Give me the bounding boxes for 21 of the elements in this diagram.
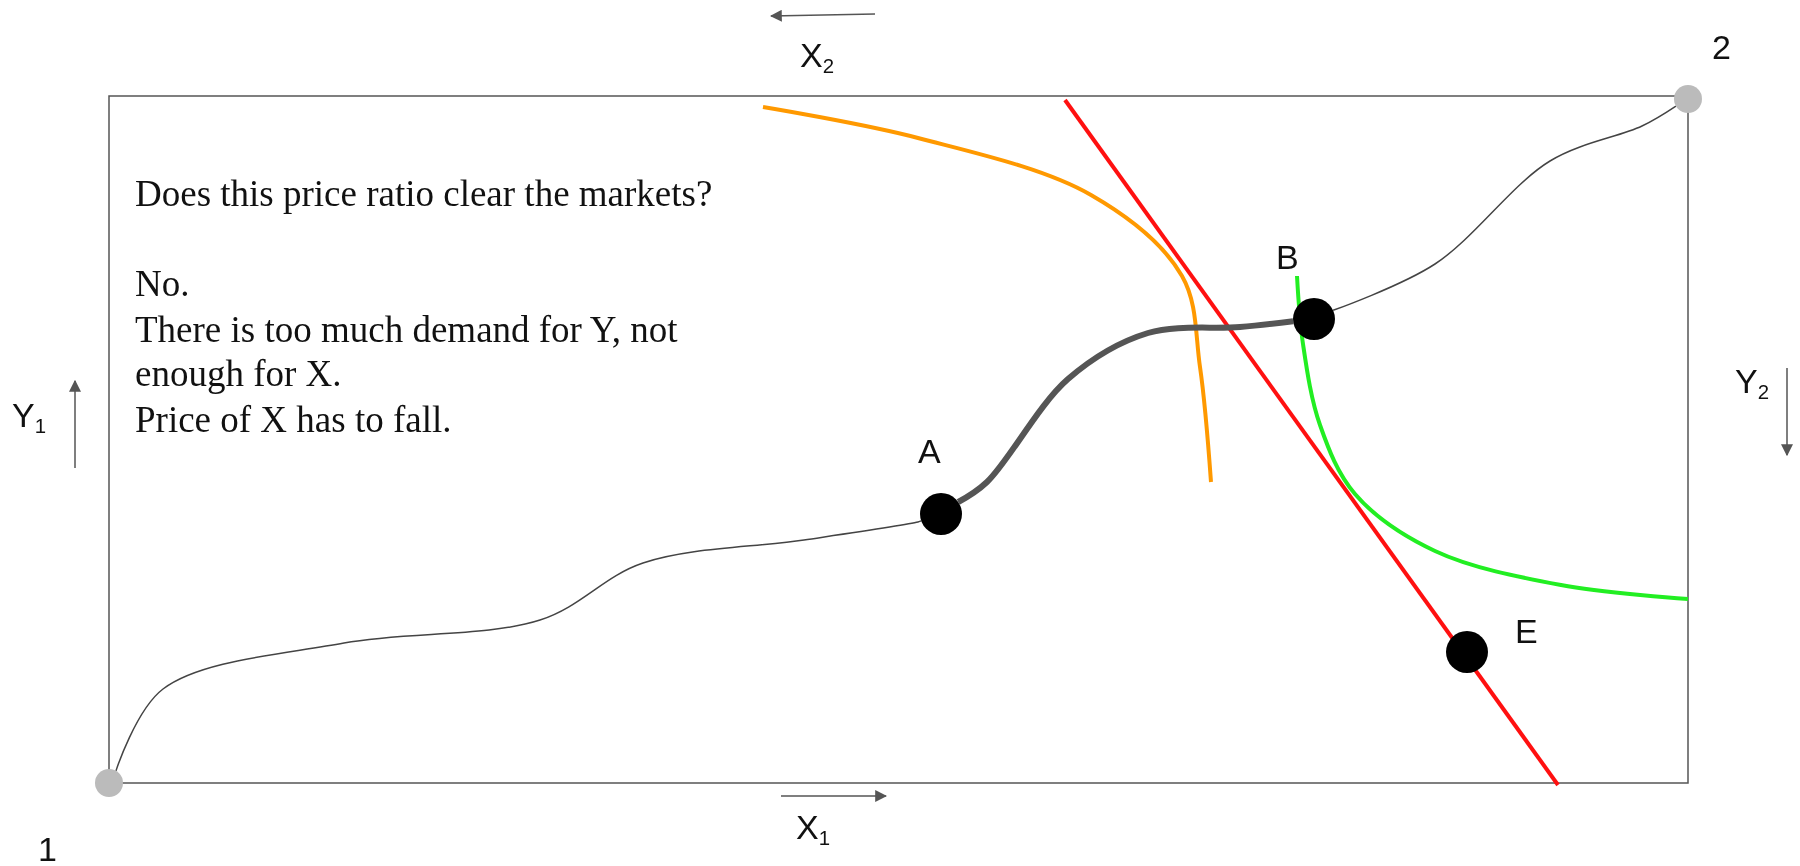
contract-curve [115,520,922,772]
origin-dot [95,769,123,797]
answer-text: No. [135,262,191,306]
axis-label: X$_{1}$ [796,808,831,851]
explanation-text: There is too much demand for Y, not enough for X. [135,308,679,397]
point-dot [920,493,962,535]
origin-dot [1674,85,1702,113]
contract-curve-segment [956,318,1294,505]
point-label: A [918,432,941,472]
point-dot [1293,298,1335,340]
axis-label: Y$_{1}$ [12,396,47,439]
point-label: B [1276,238,1299,278]
point-label: 2 [1712,28,1731,68]
point-dot [1446,631,1488,673]
question-text: Does this price ratio clear the markets? [135,172,714,216]
axis-label: Y$_{2}$ [1735,362,1770,405]
conclusion-text: Price of X has to fall. [135,398,453,442]
axis-label: X$_{2}$ [800,36,835,79]
point-label: 1 [38,830,57,866]
point-label: E [1515,612,1538,652]
contract-curve [1332,105,1677,312]
